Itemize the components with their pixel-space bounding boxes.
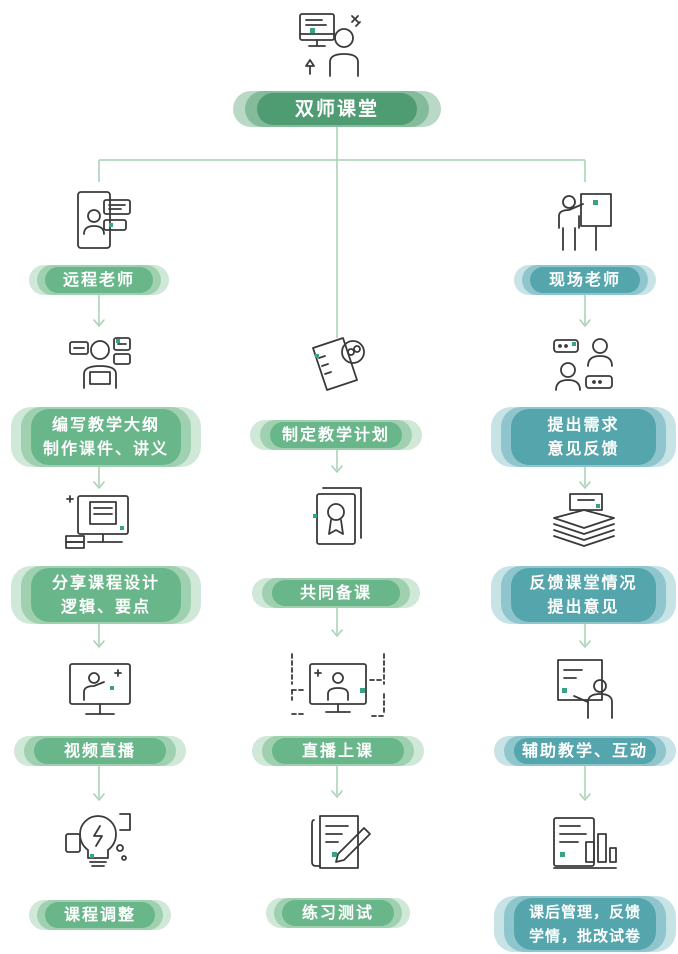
- teacher-chat-icon: [66, 330, 134, 392]
- left-step-3-label: 视频直播: [63, 741, 136, 760]
- computer-lesson-icon: [62, 490, 134, 554]
- middle-step-1: 制定教学计划: [250, 420, 422, 450]
- paper-stack-icon: [548, 490, 620, 550]
- certificate-doc-icon: [305, 484, 371, 554]
- left-header-pill: 远程老师: [29, 265, 169, 295]
- left-header-label: 远程老师: [62, 270, 135, 289]
- right-step-3-label: 辅助教学、互动: [521, 741, 648, 760]
- board-teacher-icon: [552, 656, 620, 722]
- title-pill: 双师课堂: [233, 91, 441, 127]
- document-chart-icon: [550, 812, 620, 874]
- middle-step-3-label: 直播上课: [301, 741, 374, 760]
- lightbulb-ideas-icon: [62, 808, 134, 874]
- middle-step-4-label: 练习测试: [301, 903, 374, 922]
- middle-step-1-label: 制定教学计划: [281, 425, 390, 444]
- middle-step-2: 共同备课: [252, 578, 420, 608]
- teacher-at-computer-icon: [296, 8, 368, 80]
- middle-step-3: 直播上课: [252, 736, 424, 766]
- feedback-dialog-icon: [550, 332, 618, 394]
- right-step-1: 提出需求 意见反馈: [491, 407, 676, 467]
- monitor-presenter-icon: [66, 656, 134, 720]
- notebook-plan-icon: [305, 330, 371, 394]
- video-call-tablet-icon: [74, 188, 136, 252]
- presenter-whiteboard-icon: [553, 188, 615, 254]
- middle-step-4: 练习测试: [266, 898, 410, 928]
- right-step-4: 课后管理，反馈 学情，批改试卷: [494, 896, 676, 952]
- right-step-4-label: 课后管理，反馈 学情，批改试卷: [528, 903, 641, 945]
- right-step-3: 辅助教学、互动: [494, 736, 676, 766]
- right-step-2: 反馈课堂情况 提出意见: [491, 566, 676, 624]
- page-title: 双师课堂: [294, 98, 379, 120]
- right-step-2-label: 反馈课堂情况 提出意见: [529, 573, 638, 616]
- left-step-1-label: 编写教学大纲 制作课件、讲义: [42, 415, 169, 458]
- right-step-1-label: 提出需求 意见反馈: [547, 415, 620, 458]
- live-screen-icon: [288, 650, 388, 722]
- left-step-1: 编写教学大纲 制作课件、讲义: [11, 407, 201, 467]
- right-header-label: 现场老师: [548, 270, 621, 289]
- middle-step-2-label: 共同备课: [299, 583, 372, 602]
- right-header-pill: 现场老师: [514, 265, 656, 295]
- left-step-4-label: 课程调整: [63, 905, 136, 924]
- left-step-3: 视频直播: [14, 736, 186, 766]
- pencil-exercise-icon: [308, 810, 374, 874]
- left-step-4: 课程调整: [29, 900, 171, 930]
- left-step-2-label: 分享课程设计 逻辑、要点: [51, 573, 160, 616]
- left-step-2: 分享课程设计 逻辑、要点: [11, 566, 201, 624]
